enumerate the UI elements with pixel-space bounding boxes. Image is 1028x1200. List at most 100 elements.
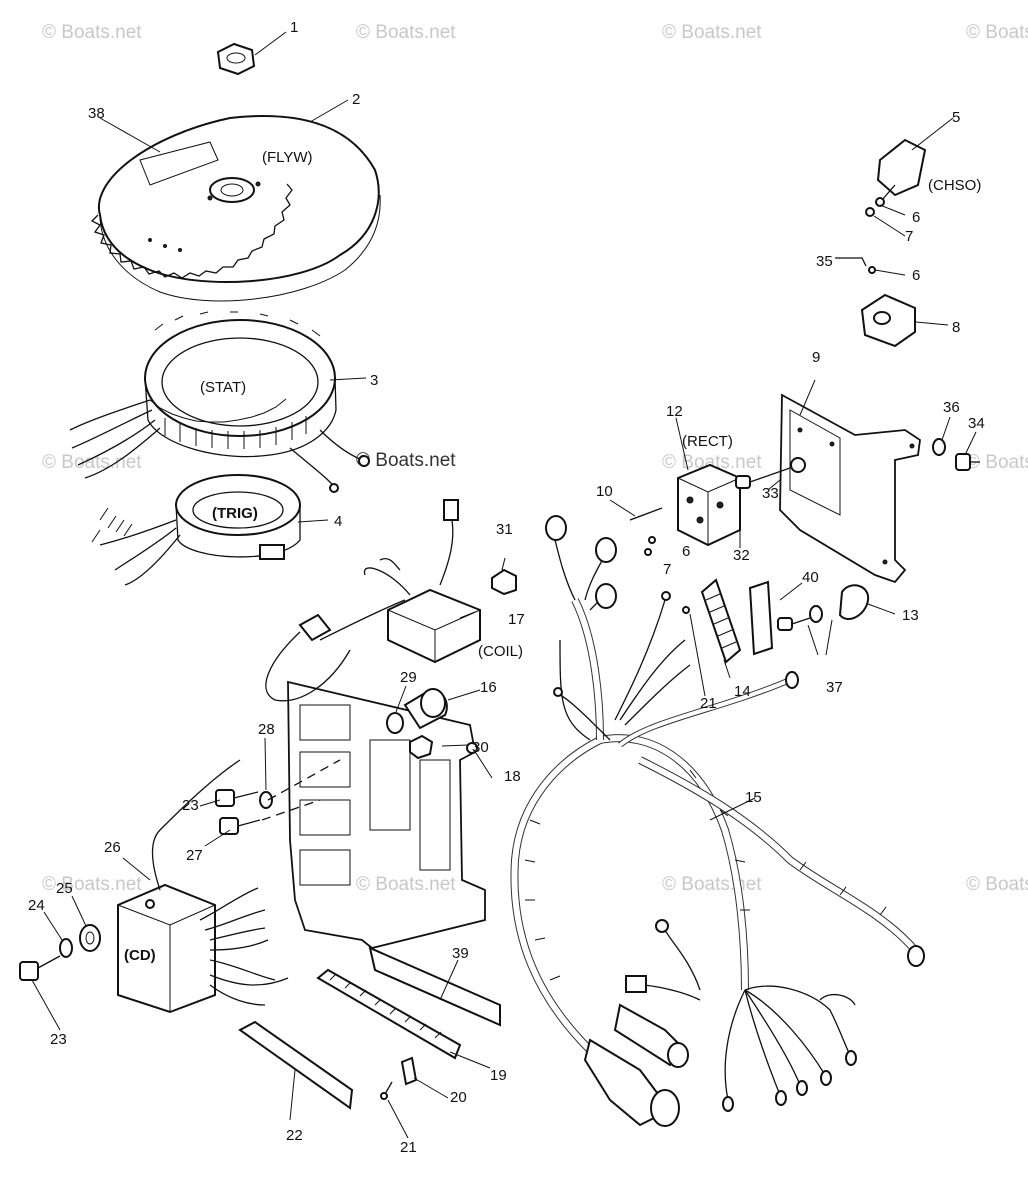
screw-34 <box>955 453 980 471</box>
watermark: © Boats.net <box>966 22 1028 43</box>
choke-label: (CHSO) <box>928 177 981 194</box>
callout-40: 40 <box>802 569 819 586</box>
callout-34: 34 <box>968 415 985 432</box>
callout-38: 38 <box>88 105 105 122</box>
washer-28 <box>259 791 273 809</box>
callout-22: 22 <box>286 1127 303 1144</box>
washer-7 <box>644 548 652 556</box>
watermark: © Boats.net <box>662 22 762 43</box>
flywheel-label: (FLYW) <box>262 149 313 166</box>
callout-26: 26 <box>104 839 121 856</box>
grommet <box>386 712 404 734</box>
screw-35 <box>835 257 876 274</box>
callout-31: 31 <box>496 521 513 538</box>
watermark: © Boats.net <box>42 874 142 895</box>
stator-label: (STAT) <box>200 379 246 396</box>
callouts: 1 2 3 4 5 6 7 35 6 8 9 36 34 12 33 10 32… <box>28 19 985 1156</box>
screw-37 <box>777 617 811 631</box>
terminal-block-19 <box>316 968 462 1060</box>
stator: (STAT) <box>69 311 370 493</box>
callout-5: 5 <box>952 109 960 126</box>
trigger: (TRIG) <box>91 474 301 586</box>
callout-2: 2 <box>352 91 360 108</box>
callout-10: 10 <box>596 483 613 500</box>
callout-18: 18 <box>504 768 521 785</box>
callout-15: 15 <box>745 789 762 806</box>
decal-40 <box>748 580 774 656</box>
callout-30: 30 <box>472 739 489 756</box>
watermark: © Boats.net <box>42 452 142 473</box>
bracket <box>779 393 921 584</box>
wiring-harness <box>510 515 925 1127</box>
callout-29: 29 <box>400 669 417 686</box>
choke-solenoid: (CHSO) <box>865 138 981 217</box>
cd-module: (CD) <box>117 759 289 1014</box>
callout-6c: 6 <box>682 543 690 560</box>
coil-label: (COIL) <box>478 643 523 660</box>
watermark: © Boats.net <box>966 874 1028 895</box>
decal-22 <box>238 1020 354 1110</box>
relay-8 <box>860 293 916 348</box>
leader-lines <box>31 31 977 1139</box>
callout-25: 25 <box>56 880 73 897</box>
washer-6 <box>648 536 656 544</box>
screw-23 <box>215 789 259 807</box>
rectifier: (RECT) <box>677 433 741 547</box>
callout-33: 33 <box>762 485 779 502</box>
washer-24 <box>59 938 73 958</box>
watermark: © Boats.net <box>356 22 456 43</box>
watermark: © Boats.net <box>356 874 456 895</box>
callout-19: 19 <box>490 1067 507 1084</box>
callout-7b: 7 <box>663 561 671 578</box>
callout-24: 24 <box>28 897 45 914</box>
callout-9: 9 <box>812 349 820 366</box>
callout-39: 39 <box>452 945 469 962</box>
screw-32 <box>735 467 791 489</box>
screw-10 <box>629 507 663 521</box>
callout-20: 20 <box>450 1089 467 1106</box>
callout-37: 37 <box>826 679 843 696</box>
callout-6a: 6 <box>912 209 920 226</box>
nut-31 <box>491 568 517 596</box>
callout-28: 28 <box>258 721 275 738</box>
washer-36 <box>932 438 946 456</box>
callout-7a: 7 <box>905 228 913 245</box>
screw-21 <box>380 1081 393 1100</box>
callout-4: 4 <box>334 513 342 530</box>
callout-35: 35 <box>816 253 833 270</box>
decal-39 <box>368 946 501 1027</box>
screw-21b <box>682 606 690 614</box>
callout-17: 17 <box>508 611 525 628</box>
callout-36: 36 <box>943 399 960 416</box>
watermark-dark: © Boats.net <box>356 450 456 471</box>
bushing-25 <box>79 924 101 952</box>
callout-14: 14 <box>734 683 751 700</box>
callout-32: 32 <box>733 547 750 564</box>
flywheel: (FLYW) <box>90 115 381 302</box>
callout-6b: 6 <box>912 267 920 284</box>
ignition-coil: (COIL) <box>319 499 523 664</box>
cd-label: (CD) <box>124 947 156 964</box>
callout-16: 16 <box>480 679 497 696</box>
nut-30 <box>409 734 434 760</box>
terminal-block-14 <box>700 578 742 664</box>
clip-20 <box>400 1056 418 1086</box>
clamp-13 <box>838 584 870 620</box>
watermark: © Boats.net <box>42 22 142 43</box>
callout-27: 27 <box>186 847 203 864</box>
callout-21a: 21 <box>700 695 717 712</box>
washer-37 <box>809 605 823 623</box>
callout-21b: 21 <box>400 1139 417 1156</box>
watermark: © Boats.net <box>966 452 1028 473</box>
callout-3: 3 <box>370 372 378 389</box>
capacitor <box>403 688 448 730</box>
callout-23b: 23 <box>50 1031 67 1048</box>
callout-8: 8 <box>952 319 960 336</box>
spark-plug-boot <box>265 613 351 702</box>
callout-13: 13 <box>902 607 919 624</box>
callout-1: 1 <box>290 19 298 36</box>
rectifier-label: (RECT) <box>682 433 733 450</box>
callout-12: 12 <box>666 403 683 420</box>
